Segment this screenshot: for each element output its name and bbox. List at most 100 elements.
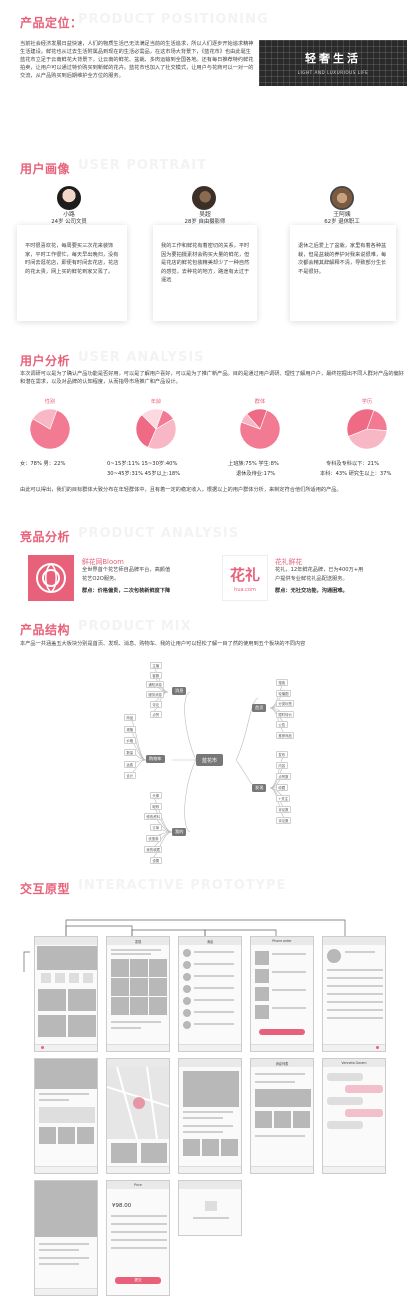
prototype-title: 交互原型 (20, 882, 71, 896)
mindmap-node-mine: 我的 (172, 828, 187, 837)
pie-caption-age-2: 30~45岁:31% 45岁以上:18% (107, 471, 181, 477)
persona-info: 62岁 退休职工 (324, 219, 360, 225)
mindmap-leaf: 限时特价 (276, 711, 295, 719)
flower-icon (36, 563, 66, 593)
mindmap-leaf: 规格 (124, 726, 136, 734)
prototype-screen-cart: Phone order (250, 936, 314, 1052)
mindmap-center: 蓝花市 (196, 754, 224, 766)
mindmap-leaf: 发布 (276, 751, 288, 759)
pie-label-group: 群体 (254, 399, 266, 405)
competitor-desc: 花艺O2O服务。 (82, 576, 120, 582)
competitor-note: 群点：无社交功能，沟通困难。 (275, 588, 348, 594)
huali-logo: 花礼 hua.com (222, 555, 268, 601)
map-icon (107, 1067, 169, 1139)
pie-slice-30~45岁 (135, 414, 157, 448)
persona-name: 王阿姨 (333, 212, 351, 218)
pie-slice-研究生以上 (346, 408, 375, 437)
prototype-screen-detail (34, 1058, 98, 1174)
prototype-screen-map (106, 1058, 170, 1174)
prototype-screen-empty (178, 1180, 242, 1236)
pie-slice-45岁以上 (141, 408, 164, 430)
mindmap-leaf: 主播 (150, 662, 162, 670)
screen-title: Price (134, 1182, 142, 1187)
structure-intro: 本产品一共涵盖五大板块分别是首页、发现、消息、购物车、我的让用户可以轻松了解一目… (20, 641, 306, 647)
pie-charts (29, 408, 388, 450)
mindmap-node-cart: 购物车 (146, 755, 165, 764)
mindmap-node-discover: 发现 (252, 784, 267, 793)
persona-card: 我的工作和鲜花有着密切的关系，平时因为要拍摄素材会购买大量的鲜花，但是花店的鲜花… (153, 225, 257, 321)
huali-logo-text: 花礼 (229, 566, 260, 584)
analysis-intro: 本次调研可以是为了确认产品功能是否好用，可以是了解用户喜好，可以是为了推广新产品… (20, 371, 404, 385)
pie-slice-上班族 (239, 409, 281, 450)
persona-name: 吴超 (199, 212, 211, 218)
prototype-screen-feed (178, 1058, 242, 1174)
screen-title: Phone order (272, 938, 292, 943)
pie-caption-edu: 专科及专科以下：21% (326, 461, 380, 467)
pie-slice-退休及待业 (246, 408, 268, 430)
pie-label-edu: 学历 (361, 399, 373, 405)
persona-name: 小路 (63, 212, 75, 218)
huali-logo-domain: hua.com (234, 587, 256, 593)
pie-slice-女 (29, 409, 71, 450)
mindmap-leaf: 点赞数 (276, 773, 291, 781)
persona-text: 退休之后爱上了盆栽，家里有着各种盆栽，但是盆栽的养护对我来说很难，每次都会精其辞… (298, 243, 387, 275)
hero-big-text: 轻奢生活 (305, 52, 361, 65)
mindmap-leaf: 修改资料 (144, 813, 163, 821)
confirm-button[interactable]: 提交 (115, 1277, 161, 1284)
pie-caption-group-2: 退休及待业:17% (236, 471, 276, 477)
avatar-wuchao (192, 186, 216, 210)
order-price: ¥98.00 (112, 1203, 132, 1209)
mindmap-leaf: 数量 (124, 749, 136, 757)
mindmap-leaf: 运费 (124, 761, 136, 769)
mindmap-leaf: 价格 (124, 737, 136, 745)
mindmap-leaf: 优惠券 (146, 835, 161, 843)
mindmap-leaf: 头像 (150, 792, 162, 800)
mindmap-node-home: 首页 (252, 704, 267, 713)
mindmap-leaf: 分类标签 (276, 700, 295, 708)
mindmap-leaf: 搜索 (276, 679, 288, 687)
pie-caption-edu-2: 本科：43% 研究生以上：37% (320, 471, 392, 477)
competitor-desc: 户提供专业鲜花礼品配送服务。 (275, 576, 348, 582)
mindmap-leaf: 合计 (124, 772, 136, 780)
mindmap-leaf: +关注 (276, 795, 291, 803)
mindmap-leaf: 服务消息 (146, 691, 165, 699)
prototype-screen-messages: 消息 (178, 936, 242, 1052)
mindmap-leaf: 点赞 (150, 711, 162, 719)
mindmap-leaf: 通知消息 (146, 681, 165, 689)
prototype-screen-message-list: 消息列表 (250, 1058, 314, 1174)
persona-info: 24岁 公司文员 (51, 219, 87, 225)
screen-title: 消息列表 (275, 1061, 289, 1066)
hero-small-text: LIGHT AND LUXURIOUS LIFE (297, 70, 369, 75)
positioning-title: 产品定位： (20, 16, 83, 30)
competitors-title: 竞品分析 (20, 530, 71, 544)
prototype-screen-chat: Venneta Goram (322, 1058, 386, 1174)
mindmap-leaf: 我的收藏 (144, 846, 163, 854)
mindmap-node-msg: 消息 (172, 687, 187, 696)
prototype-screen-discover: 发现 (106, 936, 170, 1052)
persona-info: 28岁 自由摄影师 (184, 219, 226, 225)
prototype-screen-product (34, 1180, 98, 1296)
prototype-title-en: INTERACTIVE PROTOTYPE (78, 878, 287, 893)
mindmap-leaf: 商品 (124, 714, 136, 722)
competitor-name: 花礼鲜花 (275, 558, 303, 566)
persona-card: 平时很喜欢花，每周要买三次花来装饰家，平时工作很忙，每天早出晚归，没有时间去逛花… (17, 225, 127, 321)
prototype-screen-profile (322, 936, 386, 1052)
competitors-title-en: PRODUCT ANALYSIS (78, 526, 240, 541)
positioning-title-en: PRODUCT POSITIONING (78, 12, 269, 27)
analysis-title-en: USER ANALYSIS (78, 350, 205, 365)
personas-title: 用户画像 (20, 162, 71, 176)
mindmap-leaf: 昵称 (150, 803, 162, 811)
mindmap-leaf: 轮播图 (276, 690, 291, 698)
screen-title: Venneta Goram (341, 1060, 367, 1065)
hero-image: 轻奢生活 LIGHT AND LUXURIOUS LIFE (259, 40, 407, 86)
analysis-conclusion: 由此可以得出，我们的目标群体大致分布在年轻群体中，且有着一定的稳定收入，根据以上… (20, 487, 342, 493)
pie-caption-gender: 女：78% 男：22% (20, 461, 66, 467)
persona-text: 我的工作和鲜花有着密切的关系，平时因为要拍摄素材会购买大量的鲜花，但是花店的鲜花… (161, 243, 250, 284)
pie-label-age: 年龄 (150, 399, 162, 405)
competitor-desc: 花礼，12年鲜花品牌，已为400万+用 (275, 567, 364, 573)
mindmap-leaf: 客服 (150, 672, 162, 680)
mindmap-leaf: 设置 (150, 857, 162, 865)
competitor-note: 群点：价格偏贵，二次包装新鲜度下降 (82, 588, 171, 594)
pie-caption-age: 0~15岁:11% 15~30岁:40% (107, 461, 178, 467)
prototype-screen-order: Price ¥98.00 提交 (106, 1180, 170, 1296)
